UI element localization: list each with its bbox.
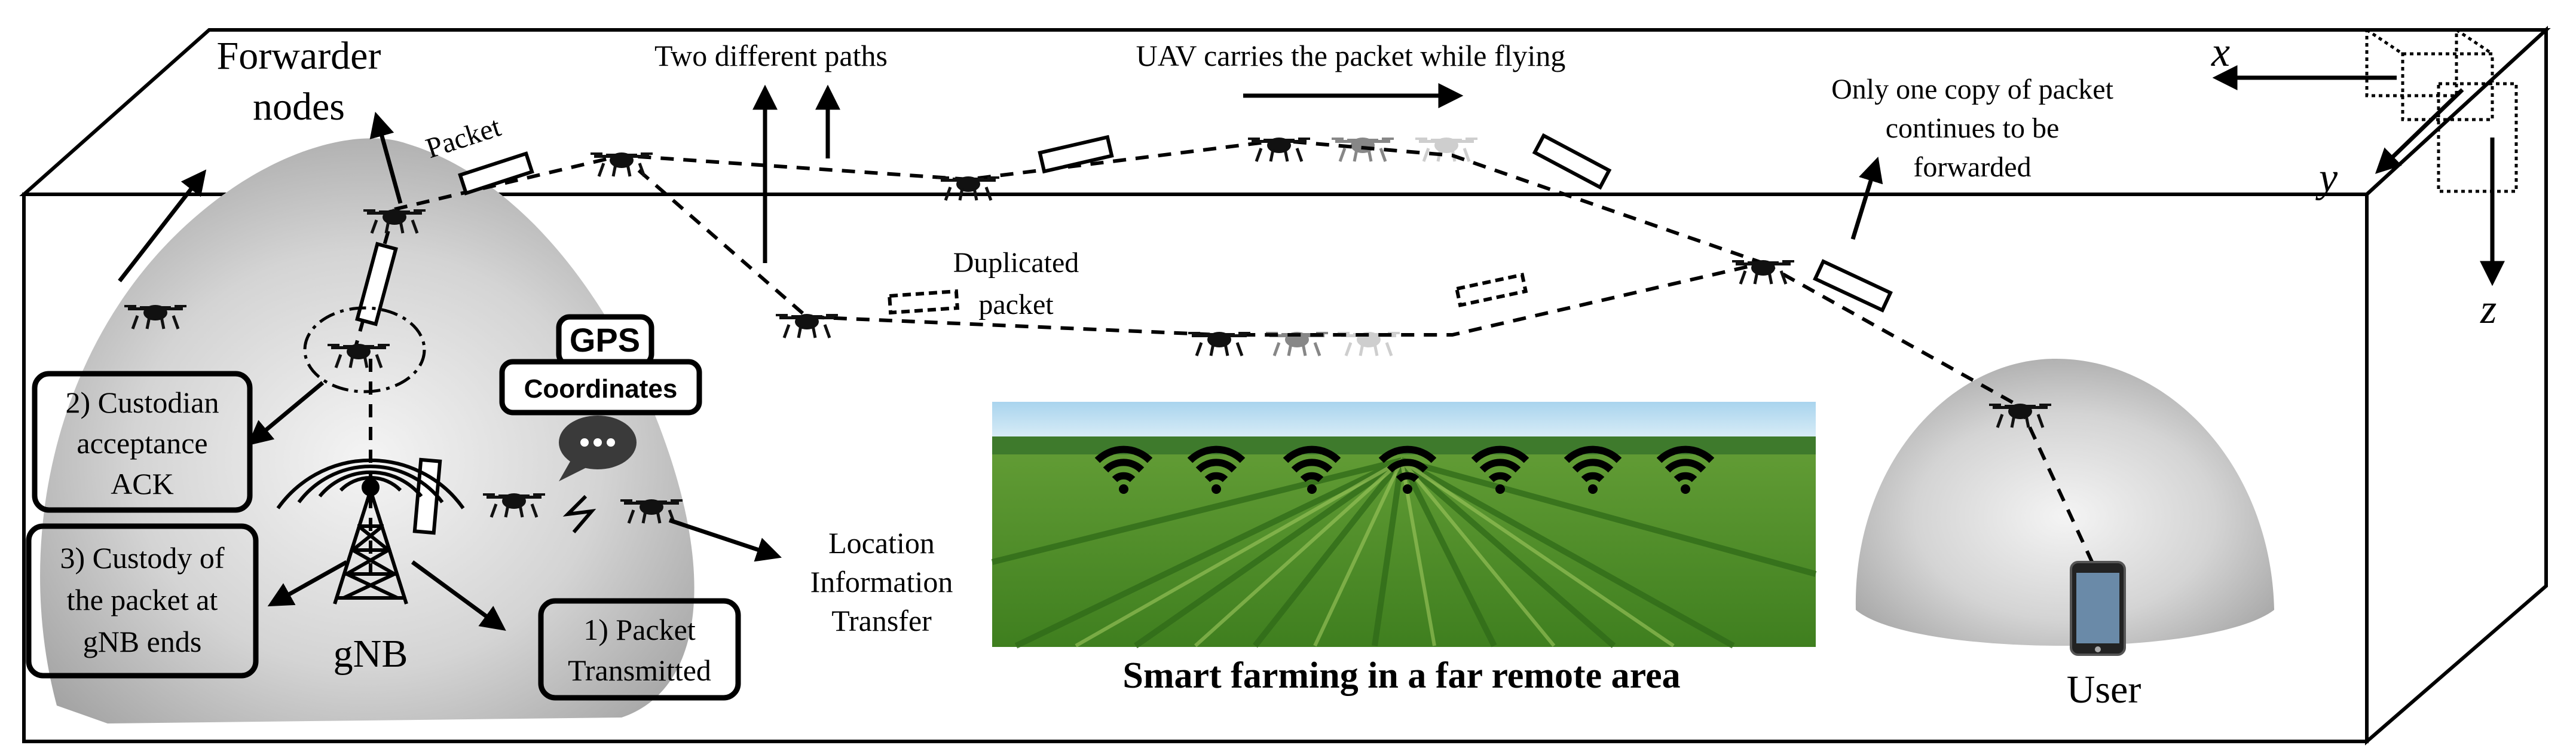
uav-carries-label: UAV carries the packet while flying xyxy=(1136,39,1566,72)
packet-box xyxy=(1454,273,1528,307)
gnb-label: gNB xyxy=(334,632,408,676)
label-boxes xyxy=(26,371,741,701)
axis-x-label: x xyxy=(2211,29,2230,75)
custody-line3: gNB ends xyxy=(83,625,202,658)
location-line3: Transfer xyxy=(831,604,932,637)
packet-box xyxy=(1813,259,1893,313)
custody-line2: the packet at xyxy=(67,583,218,616)
packets xyxy=(355,133,1893,535)
gps-badge xyxy=(499,314,702,416)
location-line2: Information xyxy=(810,565,953,599)
forwarder-nodes-label-1: Forwarder xyxy=(217,34,381,78)
left-dome xyxy=(40,138,695,723)
packet-transmitted-box xyxy=(538,598,741,701)
location-line1: Location xyxy=(828,526,935,560)
coordinates-label: Coordinates xyxy=(524,374,678,404)
axis-z-label: z xyxy=(2480,286,2497,332)
packet-box xyxy=(458,151,534,196)
packet-label: Packet xyxy=(422,111,505,164)
packet-box xyxy=(887,289,960,315)
packet-box xyxy=(1038,135,1114,174)
user-label: User xyxy=(2067,668,2141,712)
drone-icon xyxy=(1248,138,1310,161)
only-one-copy-line2: continues to be xyxy=(1886,112,2060,144)
packet-box xyxy=(1532,133,1612,190)
axis-origin-cubes xyxy=(2365,28,2518,193)
farming-caption: Smart farming in a far remote area xyxy=(1122,655,1680,696)
drone-icon xyxy=(1732,260,1794,284)
link-zigzag xyxy=(562,494,596,533)
gps-label: GPS xyxy=(570,321,640,359)
packet-box xyxy=(355,242,398,326)
scene-box xyxy=(19,26,2551,746)
two-paths-label: Two different paths xyxy=(654,39,888,72)
forwarder-nodes-label-2: nodes xyxy=(253,85,345,129)
custodian-line2: acceptance xyxy=(77,426,207,460)
duplicated-packet-line2: packet xyxy=(978,289,1054,320)
smartphone-icon xyxy=(2070,561,2126,656)
chat-bubble-icon xyxy=(559,416,637,481)
custody-box xyxy=(26,523,259,679)
only-one-copy-line1: Only one copy of packet xyxy=(1831,74,2114,105)
only-one-copy-line3: forwarded xyxy=(1913,151,2031,183)
packet-transmitted-line1: 1) Packet xyxy=(583,613,696,646)
right-dome xyxy=(1855,359,2274,646)
cell-tower-icon xyxy=(276,458,465,604)
custody-zone xyxy=(303,306,426,393)
custodian-line3: ACK xyxy=(111,467,174,500)
custodian-line1: 2) Custodian xyxy=(66,386,219,419)
drone-icon xyxy=(1188,332,1250,356)
duplicated-packet-line1: Duplicated xyxy=(953,247,1079,279)
drone-icon xyxy=(1415,138,1477,161)
arrows xyxy=(118,65,2505,631)
packet-transmitted-line2: Transmitted xyxy=(568,654,711,687)
drone-icon xyxy=(776,314,838,338)
custody-line1: 3) Custody of xyxy=(60,541,225,575)
drone-icon xyxy=(591,152,653,176)
farming-field-image xyxy=(991,402,1817,649)
custodian-box xyxy=(32,371,253,513)
axis-y-label: y xyxy=(2315,155,2338,201)
drone-icon xyxy=(1338,332,1400,356)
drone-icon xyxy=(937,176,999,200)
drone-icon xyxy=(1266,332,1328,356)
